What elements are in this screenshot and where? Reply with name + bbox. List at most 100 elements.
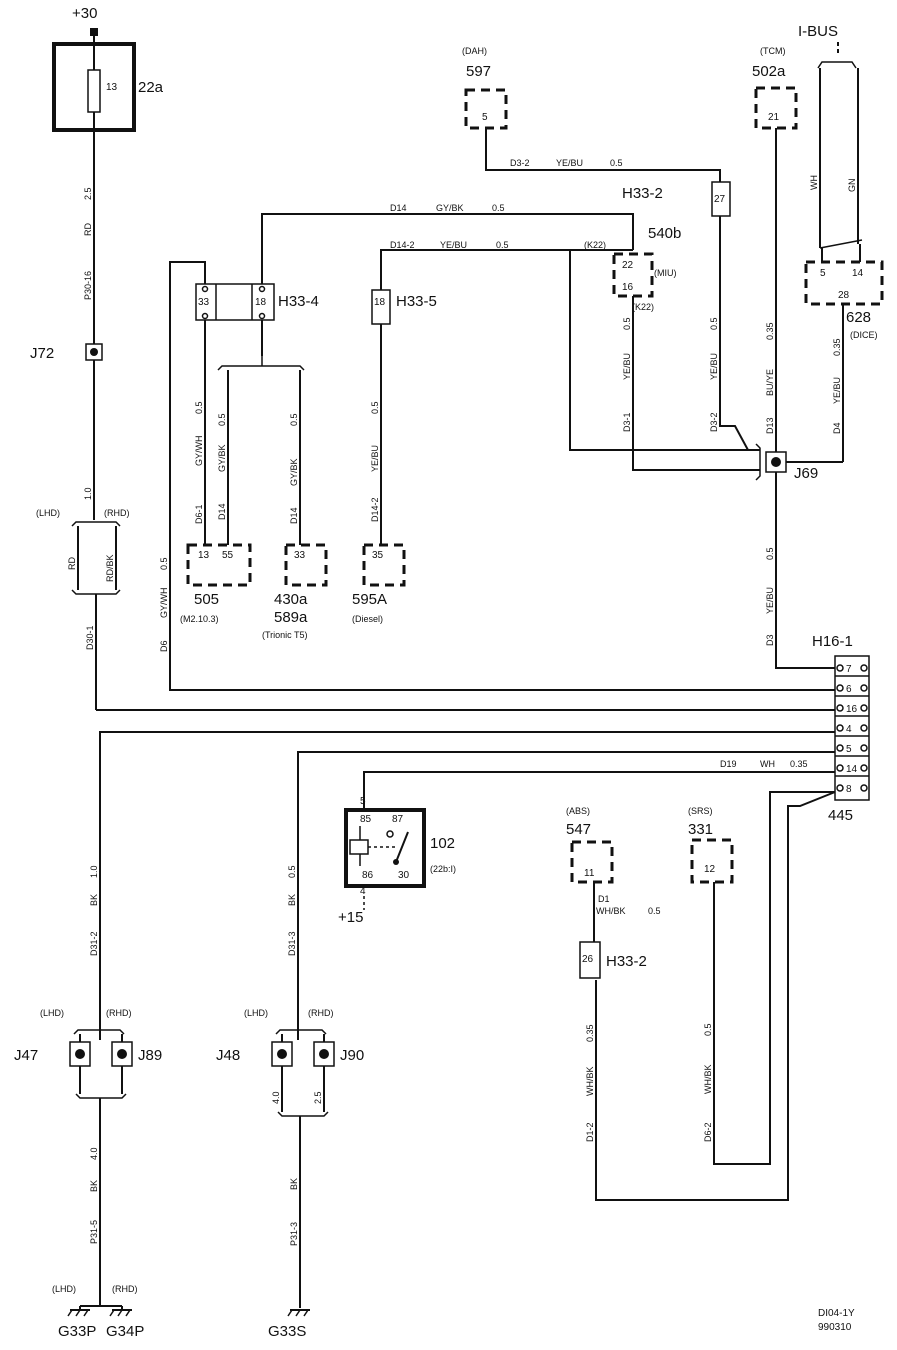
- svg-text:21: 21: [768, 112, 780, 123]
- svg-text:J47: J47: [14, 1047, 38, 1064]
- svg-text:(LHD): (LHD): [52, 1284, 76, 1294]
- svg-text:0.5: 0.5: [610, 158, 623, 168]
- wire-d6: [169, 261, 835, 691]
- svg-text:1.0: 1.0: [89, 865, 99, 878]
- svg-text:(MIU): (MIU): [654, 268, 677, 278]
- svg-text:(ABS): (ABS): [566, 806, 590, 816]
- h33-4-label: H33-4: [278, 293, 319, 310]
- svg-text:(Diesel): (Diesel): [352, 614, 383, 624]
- h16-pin-6: 6: [846, 684, 852, 695]
- h33-2-bottom-label: H33-2: [606, 953, 647, 970]
- svg-text:4.0: 4.0: [89, 1147, 99, 1160]
- wire-d1-2: [595, 791, 836, 1201]
- svg-text:YE/BU: YE/BU: [765, 587, 775, 614]
- ground-g33s-symbol: [287, 1309, 310, 1317]
- svg-text:2.5: 2.5: [83, 187, 93, 200]
- svg-text:(SRS): (SRS): [688, 806, 713, 816]
- svg-text:26: 26: [582, 954, 594, 965]
- svg-text:D31-2: D31-2: [89, 931, 99, 956]
- svg-text:5: 5: [360, 796, 366, 807]
- wire-d14-top: [261, 213, 634, 284]
- svg-text:589a: 589a: [274, 609, 308, 626]
- svg-text:D4: D4: [832, 422, 842, 434]
- svg-text:BK: BK: [287, 894, 297, 906]
- ground-g34p-symbol: [109, 1306, 132, 1317]
- svg-text:WH/BK: WH/BK: [585, 1066, 595, 1096]
- h16-pin-16: 16: [846, 704, 858, 715]
- svg-text:0.35: 0.35: [832, 338, 842, 356]
- svg-text:D1-2: D1-2: [585, 1122, 595, 1142]
- svg-text:0.5: 0.5: [709, 317, 719, 330]
- h16-pin-dot-left: [836, 664, 844, 672]
- svg-text:0.5: 0.5: [622, 317, 632, 330]
- svg-text:0.5: 0.5: [703, 1023, 713, 1036]
- h16-pin-14: 14: [846, 764, 858, 775]
- svg-text:0.5: 0.5: [370, 401, 380, 414]
- j72-label: J72: [30, 345, 54, 362]
- svg-text:0.35: 0.35: [790, 759, 808, 769]
- svg-text:D3-1: D3-1: [622, 412, 632, 432]
- svg-text:BK: BK: [89, 1180, 99, 1192]
- svg-text:5: 5: [482, 112, 488, 123]
- wire-d3-2-top: [485, 128, 721, 182]
- svg-text:(K22): (K22): [632, 302, 654, 312]
- c505-id: 505: [194, 591, 219, 608]
- svg-text:35: 35: [372, 550, 384, 561]
- svg-text:4: 4: [360, 886, 366, 897]
- svg-text:16: 16: [622, 282, 634, 293]
- h16-pin-dot-left: [836, 724, 844, 732]
- svg-text:P31-3: P31-3: [289, 1222, 299, 1246]
- fuse-13: [87, 69, 101, 113]
- svg-text:GN: GN: [847, 179, 857, 193]
- svg-text:+15: +15: [338, 909, 363, 926]
- svg-text:(DICE): (DICE): [850, 330, 878, 340]
- wire-d3-2: [719, 216, 760, 451]
- svg-text:YE/BU: YE/BU: [709, 353, 719, 380]
- svg-text:33: 33: [294, 550, 306, 561]
- svg-text:4.0: 4.0: [271, 1091, 281, 1104]
- svg-text:0.5: 0.5: [648, 906, 661, 916]
- fuse-id: 22a: [138, 79, 164, 96]
- svg-text:RD: RD: [83, 223, 93, 236]
- svg-text:GY/WH: GY/WH: [194, 436, 204, 467]
- svg-text:GY/BK: GY/BK: [436, 203, 464, 213]
- svg-text:11: 11: [584, 868, 595, 879]
- svg-text:(RHD): (RHD): [104, 508, 130, 518]
- relay-switch: [395, 831, 409, 863]
- svg-text:0.5: 0.5: [194, 401, 204, 414]
- svg-text:(RHD): (RHD): [308, 1008, 334, 1018]
- c597-id: 597: [466, 63, 491, 80]
- svg-text:2.5: 2.5: [313, 1091, 323, 1104]
- svg-text:P31-5: P31-5: [89, 1220, 99, 1244]
- svg-text:D30-1: D30-1: [85, 625, 95, 650]
- svg-text:628: 628: [846, 309, 871, 326]
- h16-pin-5: 5: [846, 744, 852, 755]
- ground-g33s: G33S: [268, 1323, 306, 1340]
- svg-text:102: 102: [430, 835, 455, 852]
- svg-text:D19: D19: [720, 759, 737, 769]
- svg-text:18: 18: [255, 297, 267, 308]
- svg-text:430a: 430a: [274, 591, 308, 608]
- svg-text:YE/BU: YE/BU: [622, 353, 632, 380]
- svg-text:0.5: 0.5: [159, 557, 169, 570]
- h16-pin-8: 8: [846, 784, 852, 795]
- wire-d3-1: [632, 296, 760, 471]
- h16-pin-dot-right: [860, 664, 868, 672]
- svg-text:D31-3: D31-3: [287, 931, 297, 956]
- svg-text:BU/YE: BU/YE: [765, 369, 775, 396]
- h16-pin-dot-left: [836, 744, 844, 752]
- h16-pin-dot-right: [860, 784, 868, 792]
- connector-h33-2-bottom: [579, 941, 601, 979]
- h33-2-top-label: H33-2: [622, 185, 663, 202]
- svg-text:D14-2: D14-2: [390, 240, 415, 250]
- svg-text:13: 13: [198, 550, 210, 561]
- svg-text:0.5: 0.5: [765, 547, 775, 560]
- component-595a: [362, 543, 406, 587]
- svg-text:(DAH): (DAH): [462, 46, 487, 56]
- svg-text:GY/BK: GY/BK: [289, 458, 299, 486]
- svg-text:(TCM): (TCM): [760, 46, 786, 56]
- svg-text:D1: D1: [598, 894, 610, 904]
- svg-text:85: 85: [360, 814, 372, 825]
- svg-text:0.35: 0.35: [765, 322, 775, 340]
